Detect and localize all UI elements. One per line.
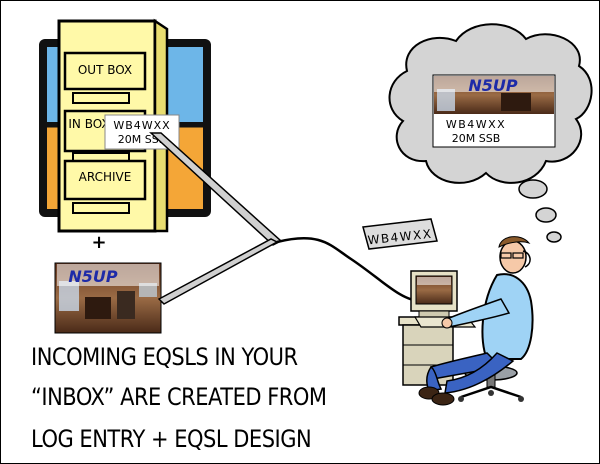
- drawer-outbox: [63, 51, 147, 91]
- drawer-label-archive: ARCHIVE: [79, 170, 132, 184]
- caption-line-1: INCOMING EQSLS IN YOUR: [31, 343, 298, 371]
- drawer-label-inbox: IN BOX: [68, 117, 109, 131]
- thought-card: N5UP WB4WXX 20M SSB: [432, 74, 556, 148]
- thought-card-logo: N5UP: [468, 76, 518, 95]
- operator-at-desk: [398, 236, 534, 406]
- log-entry-callsign: WB4WXX: [113, 119, 170, 132]
- drawer-archive: [63, 159, 147, 201]
- sender-tag-callsign: WB4WXX: [367, 227, 433, 248]
- eqsl-design-card: N5UP: [54, 262, 162, 334]
- thought-card-band-mode: 20M SSB: [452, 132, 501, 145]
- caption-line-2: “INBOX” ARE CREATED FROM: [31, 383, 327, 411]
- design-card-logo: N5UP: [68, 267, 118, 286]
- log-entry-note: WB4WXX 20M SSB: [104, 114, 180, 150]
- drawer-label-outbox: OUT BOX: [78, 63, 132, 77]
- caption-line-3: LOG ENTRY + EQSL DESIGN: [31, 425, 312, 453]
- plus-sign: +: [91, 232, 106, 253]
- sender-tag: WB4WXX: [362, 218, 438, 250]
- thought-card-callsign: WB4WXX: [446, 118, 506, 131]
